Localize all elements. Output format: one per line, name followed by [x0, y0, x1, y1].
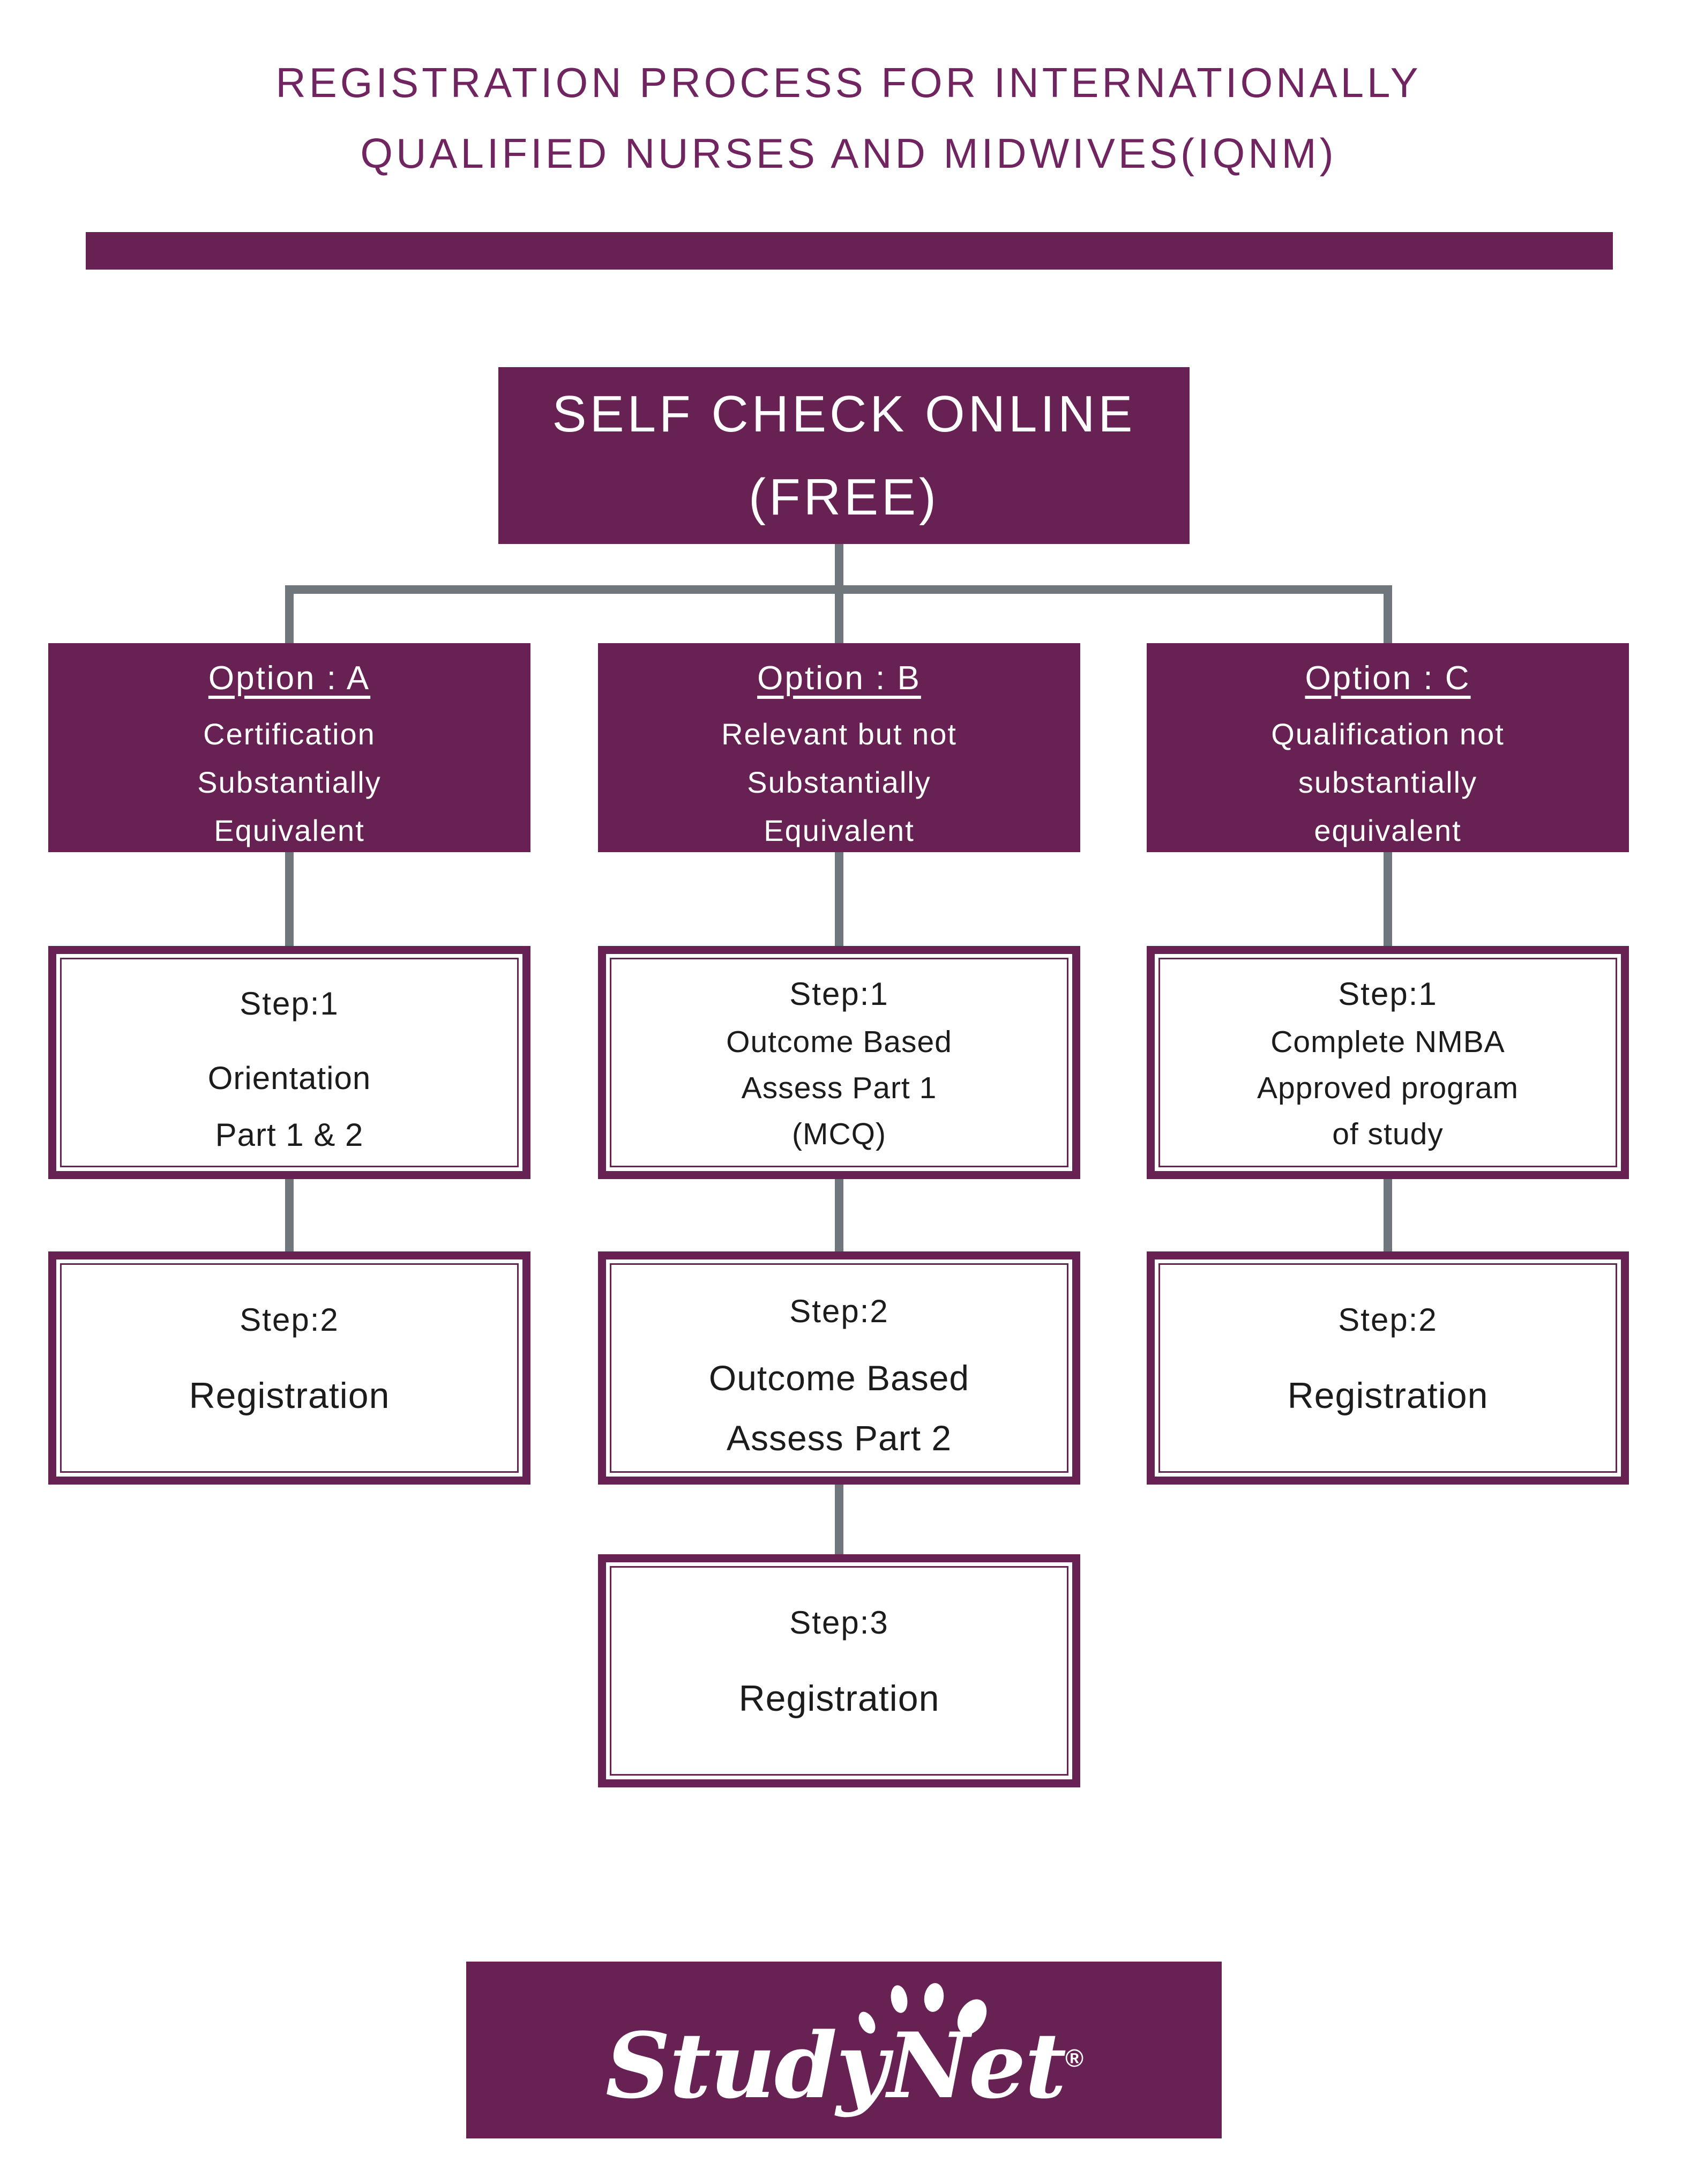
page-title: REGISTRATION PROCESS FOR INTERNATIONALLY…: [0, 47, 1697, 189]
option-b-step2-node: Step:2 Outcome Based Assess Part 2: [598, 1251, 1080, 1485]
self-check-line-1: SELF CHECK ONLINE: [552, 385, 1136, 443]
step-line: Outcome Based: [726, 1025, 952, 1059]
option-a-heading: Option : A: [208, 660, 371, 697]
step-heading: Step:2: [789, 1293, 889, 1329]
page-title-line-2: QUALIFIED NURSES AND MIDWIVES(IQNM): [360, 130, 1337, 177]
option-b-step3-node: Step:3 Registration: [598, 1554, 1080, 1787]
option-c-heading: Option : C: [1305, 660, 1471, 697]
option-a-line: Equivalent: [214, 814, 365, 847]
option-a-line: Substantially: [197, 765, 382, 799]
connector-option-b-step2: [835, 1179, 843, 1251]
step-line: Complete NMBA: [1270, 1025, 1505, 1059]
step-line: Assess Part 1: [741, 1071, 937, 1105]
option-a-line: Certification: [203, 717, 376, 751]
step-heading: Step:1: [1338, 976, 1438, 1012]
registered-trademark-icon: ®: [1065, 2044, 1083, 2072]
studynet-logo: StudyNet®: [466, 1962, 1222, 2138]
step-line: Orientation: [207, 1060, 371, 1096]
option-c-line: Qualification not: [1271, 717, 1505, 751]
step-line: Approved program: [1257, 1071, 1519, 1105]
studynet-logo-text: StudyNet®: [466, 1962, 1222, 2138]
connector-root-vertical: [835, 544, 843, 585]
step-line: (MCQ): [792, 1117, 886, 1151]
step-line: Part 1 & 2: [215, 1117, 364, 1153]
step-heading: Step:3: [789, 1605, 889, 1641]
step-line: Assess Part 2: [726, 1418, 952, 1458]
connector-drop-option-c: [1384, 585, 1392, 643]
connector-horizontal-bar: [285, 585, 1392, 594]
page-title-line-1: REGISTRATION PROCESS FOR INTERNATIONALLY: [275, 59, 1422, 106]
step-heading: Step:1: [240, 986, 339, 1022]
step-line: Registration: [189, 1375, 390, 1416]
option-a-step1-node: Step:1 Orientation Part 1 & 2: [48, 946, 530, 1179]
option-c-line: equivalent: [1314, 814, 1462, 847]
connector-option-a-step2: [285, 1179, 294, 1251]
studynet-wordmark: StudyNet: [605, 2012, 1066, 2119]
option-b-step1-node: Step:1 Outcome Based Assess Part 1 (MCQ): [598, 946, 1080, 1179]
option-c-line: substantially: [1298, 765, 1478, 799]
self-check-online-node: SELF CHECK ONLINE (FREE): [498, 367, 1190, 544]
option-c-step1-node: Step:1 Complete NMBA Approved program of…: [1147, 946, 1629, 1179]
option-b-line: Relevant but not: [721, 717, 957, 751]
connector-option-c-step2: [1384, 1179, 1392, 1251]
connector-option-c-step1: [1384, 852, 1392, 946]
connector-option-b-step3: [835, 1485, 843, 1554]
option-b-line: Equivalent: [764, 814, 915, 847]
option-b-line: Substantially: [747, 765, 931, 799]
step-heading: Step:2: [1338, 1302, 1438, 1338]
option-b-node: Option : B Relevant but not Substantiall…: [598, 643, 1080, 852]
connector-option-a-step1: [285, 852, 294, 946]
option-b-heading: Option : B: [757, 660, 921, 697]
option-a-node: Option : A Certification Substantially E…: [48, 643, 530, 852]
step-line: of study: [1332, 1117, 1444, 1151]
step-line: Registration: [738, 1678, 940, 1719]
connector-drop-option-b: [835, 594, 843, 643]
step-heading: Step:1: [789, 976, 889, 1012]
step-line: Outcome Based: [708, 1358, 970, 1398]
step-line: Registration: [1287, 1375, 1489, 1416]
option-c-step2-node: Step:2 Registration: [1147, 1251, 1629, 1485]
connector-drop-option-a: [285, 585, 294, 643]
connector-option-b-step1: [835, 852, 843, 946]
option-a-step2-node: Step:2 Registration: [48, 1251, 530, 1485]
title-divider-bar: [86, 232, 1613, 270]
step-heading: Step:2: [240, 1302, 339, 1338]
option-c-node: Option : C Qualification not substantial…: [1147, 643, 1629, 852]
self-check-line-2: (FREE): [749, 468, 939, 526]
